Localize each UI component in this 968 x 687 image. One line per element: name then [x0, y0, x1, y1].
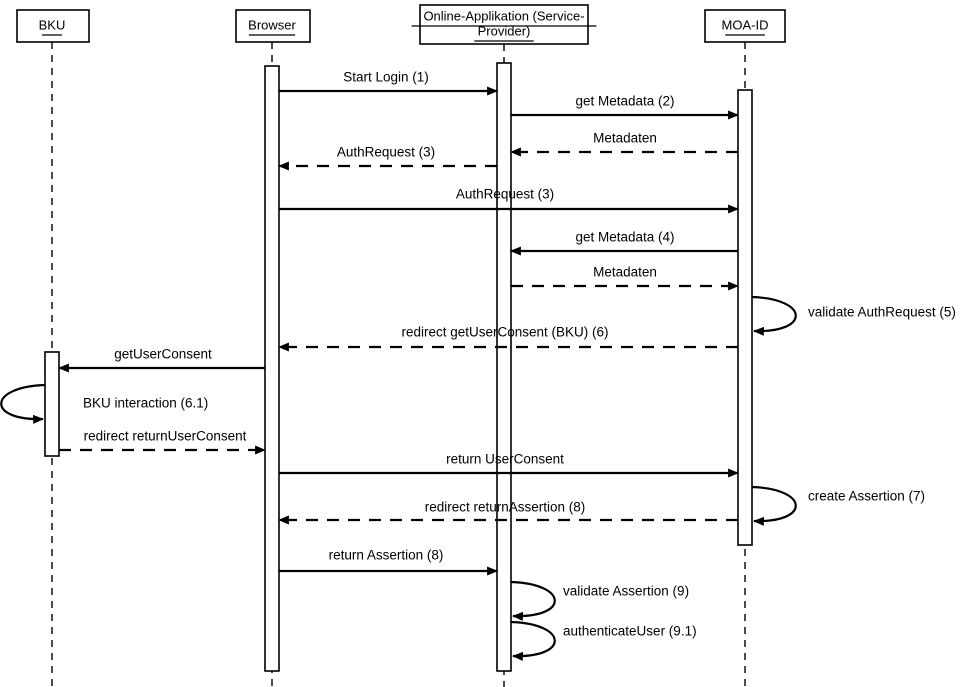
message-8[interactable]: validate AuthRequest (5) — [751, 295, 956, 336]
message-15[interactable]: redirect returnAssertion (8) — [278, 500, 738, 525]
message-1[interactable]: Start Login (1) — [279, 70, 498, 96]
lifeline-header-box-bku[interactable] — [16, 9, 90, 43]
self-message-arrow — [510, 620, 556, 661]
lifeline-header-box-oa[interactable] — [419, 4, 589, 45]
message-7[interactable]: Metadaten — [511, 265, 739, 291]
message-4[interactable]: AuthRequest (3) — [278, 145, 497, 171]
lifeline-layer: BKU Browser Online-Applikation (Service-Pr… — [16, 4, 786, 687]
message-label: Metadaten — [593, 265, 657, 280]
self-message-arrow — [751, 485, 797, 526]
message-label: Start Login (1) — [343, 70, 429, 85]
lifeline-title-moaid: MOA-ID — [722, 17, 769, 32]
message-label: Metadaten — [593, 131, 657, 146]
activation-bar-bku[interactable] — [44, 351, 60, 457]
activation-bar-browser[interactable] — [264, 65, 280, 672]
message-label: authenticateUser (9.1) — [563, 624, 697, 639]
lifeline-header-box-moaid[interactable] — [704, 9, 786, 43]
self-message-arrow — [0, 383, 46, 424]
message-3[interactable]: Metadaten — [510, 131, 738, 157]
message-12[interactable]: redirect returnUserConsent — [59, 429, 266, 455]
message-label: AuthRequest (3) — [456, 187, 554, 202]
message-label: redirect returnAssertion (8) — [425, 500, 586, 515]
message-label: redirect getUserConsent (BKU) (6) — [401, 325, 608, 340]
message-17[interactable]: validate Assertion (9) — [510, 580, 689, 621]
lifeline-moaid[interactable]: MOA-ID — [704, 9, 786, 687]
message-9[interactable]: redirect getUserConsent (BKU) (6) — [278, 325, 738, 352]
message-18[interactable]: authenticateUser (9.1) — [510, 620, 697, 661]
lifeline-oa[interactable]: Online-Applikation (Service-Provider) — [411, 4, 597, 687]
lifeline-title-oa: Provider) — [478, 23, 531, 38]
message-label: get Metadata (2) — [575, 94, 674, 109]
activation-bar-oa[interactable] — [496, 62, 512, 672]
lifeline-browser[interactable]: Browser — [235, 9, 311, 687]
message-label: AuthRequest (3) — [337, 145, 435, 160]
message-label: getUserConsent — [114, 347, 212, 362]
message-label: create Assertion (7) — [808, 489, 925, 504]
lifeline-title-oa: Online-Applikation (Service- — [423, 8, 584, 23]
lifeline-title-bku: BKU — [39, 17, 66, 32]
message-6[interactable]: get Metadata (4) — [510, 230, 738, 256]
message-11[interactable]: BKU interaction (6.1) — [0, 383, 208, 424]
self-message-arrow — [510, 580, 556, 621]
message-label: BKU interaction (6.1) — [83, 396, 208, 411]
lifeline-header-box-browser[interactable] — [235, 9, 311, 43]
activation-bar-moaid[interactable] — [737, 89, 753, 546]
message-layer: Start Login (1) get Metadata (2) Metadaten… — [0, 70, 956, 661]
lifeline-bku[interactable]: BKU — [16, 9, 90, 687]
message-14[interactable]: create Assertion (7) — [751, 485, 925, 526]
message-label: validate AuthRequest (5) — [808, 305, 956, 320]
lifeline-title-browser: Browser — [248, 17, 296, 32]
message-16[interactable]: return Assertion (8) — [279, 548, 498, 576]
message-label: return UserConsent — [446, 452, 564, 467]
message-13[interactable]: return UserConsent — [279, 452, 739, 478]
self-message-arrow — [751, 295, 797, 336]
message-5[interactable]: AuthRequest (3) — [279, 187, 739, 214]
message-2[interactable]: get Metadata (2) — [511, 94, 739, 120]
message-label: get Metadata (4) — [575, 230, 674, 245]
message-10[interactable]: getUserConsent — [58, 347, 265, 373]
message-label: validate Assertion (9) — [563, 584, 689, 599]
message-label: redirect returnUserConsent — [84, 429, 247, 444]
message-label: return Assertion (8) — [329, 548, 444, 563]
